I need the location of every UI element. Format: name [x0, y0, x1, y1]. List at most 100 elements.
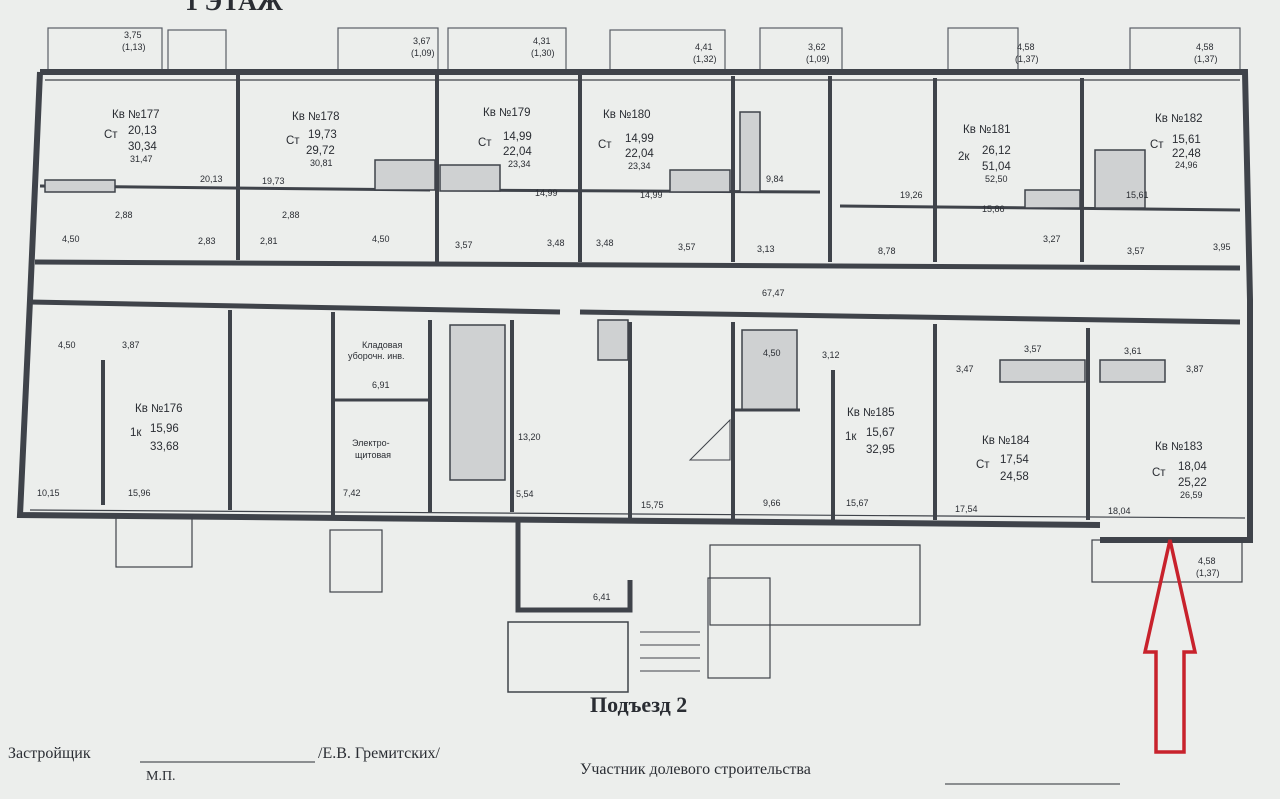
- apartment-182: Кв №182 Ст 15,61 22,48 24,96: [1150, 113, 1203, 170]
- apartment-type: Ст: [598, 139, 612, 151]
- balcony-sub: (1,30): [531, 48, 555, 58]
- apartment-total-area: 33,68: [150, 441, 179, 453]
- room-area: 2,81: [260, 236, 278, 246]
- room-area: 4,50: [372, 234, 390, 244]
- apartment-title: Кв №176: [135, 403, 183, 415]
- entrance-label: Подъезд 2: [590, 692, 687, 717]
- apartment-176: Кв №176 1к 15,96 33,68: [130, 403, 183, 453]
- apartment-type: 2к: [958, 151, 970, 163]
- apartment-type: 1к: [130, 427, 142, 439]
- red-arrow-marker: [1142, 539, 1198, 754]
- room-areas-top-lower: 2,88 2,88 4,50 2,83 2,81 3,57 3,48 3,48 …: [62, 210, 1231, 256]
- apartment-180: Кв №180 Ст 14,99 22,04 23,34: [598, 109, 654, 171]
- apartment-type: Ст: [104, 129, 118, 141]
- balcony-sub: (1,09): [806, 54, 830, 64]
- room-area: 15,67: [846, 498, 869, 508]
- signature-footer: Застройщик М.П. /Е.В. Гремитских/ Участн…: [8, 745, 1120, 785]
- apartment-title: Кв №177: [112, 109, 160, 121]
- room-area: 3,48: [596, 238, 614, 248]
- apartment-extra-area: 23,34: [628, 161, 651, 171]
- entrance-area: [115, 418, 1243, 693]
- room-area: 13,20: [518, 432, 541, 442]
- apartment-179: Кв №179 Ст 14,99 22,04 23,34: [478, 107, 532, 169]
- apartment-type: 1к: [845, 431, 857, 443]
- apartment-living-area: 15,96: [150, 423, 179, 435]
- room-areas-bottom: 4,50 3,87 10,15 15,96 13,20 5,54 15,75 4…: [37, 340, 1204, 602]
- apartment-total-area: 30,34: [128, 141, 157, 153]
- room-area: 2,88: [282, 210, 300, 220]
- balcony-sub: (1,13): [122, 42, 146, 52]
- apartment-extra-area: 30,81: [310, 158, 333, 168]
- room-area: 3,61: [1124, 346, 1142, 356]
- room-area: 8,78: [878, 246, 896, 256]
- room-area: 3,48: [547, 238, 565, 248]
- room-area: 18,04: [1108, 506, 1131, 516]
- room-area: 3,13: [757, 244, 775, 254]
- room-area: 14,99: [535, 188, 558, 198]
- apartment-185: Кв №185 1к 15,67 32,95: [845, 407, 895, 456]
- apartment-title: Кв №184: [982, 435, 1030, 447]
- room-area: 2,83: [198, 236, 216, 246]
- apartment-total-area: 22,04: [503, 146, 532, 158]
- apartment-labels: Кв №177 Ст 20,13 30,34 31,47 Кв №178 Ст …: [104, 107, 1207, 500]
- balcony-area: 3,67: [413, 36, 431, 46]
- apartment-title: Кв №182: [1155, 113, 1203, 125]
- apartment-total-area: 22,04: [625, 148, 654, 160]
- service-room-line1: Электро-: [352, 438, 390, 448]
- room-area: 15,75: [641, 500, 664, 510]
- room-area: 3,95: [1213, 242, 1231, 252]
- balcony-183: 4,58 (1,37): [1196, 556, 1220, 578]
- apartment-living-area: 26,12: [982, 145, 1011, 157]
- apartment-extra-area: 23,34: [508, 159, 531, 169]
- room-area: 20,13: [200, 174, 223, 184]
- apartment-living-area: 14,99: [625, 133, 654, 145]
- participant-label: Участник долевого строительства: [580, 761, 811, 778]
- room-area: 3,57: [455, 240, 473, 250]
- apartment-extra-area: 52,50: [985, 174, 1008, 184]
- room-area: 15,61: [1126, 190, 1149, 200]
- balcony-area: 3,62: [808, 42, 826, 52]
- apartment-177: Кв №177 Ст 20,13 30,34 31,47: [104, 109, 160, 164]
- apartment-living-area: 14,99: [503, 131, 532, 143]
- seal-label: М.П.: [146, 769, 176, 784]
- developer-signatory: /Е.В. Гремитских/: [318, 745, 441, 762]
- corridor-area: 67,47: [762, 288, 785, 298]
- room-area: 3,47: [956, 364, 974, 374]
- room-area: 3,87: [122, 340, 140, 350]
- balcony-area: 4,58: [1198, 556, 1216, 566]
- service-rooms: Кладовая уборочн. инв. 6,91 Электро- щит…: [343, 340, 405, 498]
- balcony-sub: (1,37): [1015, 54, 1039, 64]
- balcony-sub: (1,37): [1194, 54, 1218, 64]
- apartment-total-area: 25,22: [1178, 477, 1207, 489]
- apartment-living-area: 18,04: [1178, 461, 1207, 473]
- balcony-area: 4,58: [1196, 42, 1214, 52]
- apartment-living-area: 15,67: [866, 427, 895, 439]
- room-area: 3,57: [1127, 246, 1145, 256]
- apartment-extra-area: 31,47: [130, 154, 153, 164]
- room-area: 3,87: [1186, 364, 1204, 374]
- apartment-type: Ст: [976, 459, 990, 471]
- apartment-181: Кв №181 2к 26,12 51,04 52,50: [958, 124, 1011, 184]
- apartment-178: Кв №178 Ст 19,73 29,72 30,81: [286, 111, 340, 168]
- apartment-total-area: 29,72: [306, 145, 335, 157]
- room-area: 19,26: [900, 190, 923, 200]
- kitchen-blocks: [44, 111, 1166, 481]
- room-area: 3,12: [822, 350, 840, 360]
- room-area: 15,96: [128, 488, 151, 498]
- balcony-sub: (1,37): [1196, 568, 1220, 578]
- developer-label: Застройщик: [8, 745, 91, 762]
- room-area: 17,54: [955, 504, 978, 514]
- balcony-area: 4,58: [1017, 42, 1035, 52]
- apartment-living-area: 20,13: [128, 125, 157, 137]
- apartment-183: Кв №183 Ст 18,04 25,22 26,59: [1152, 441, 1207, 500]
- corridor-walls: [29, 259, 1241, 325]
- apartment-type: Ст: [286, 135, 300, 147]
- apartment-extra-area: 26,59: [1180, 490, 1203, 500]
- balcony-labels: 3,75 (1,13) 3,67 (1,09) 4,31 (1,30) 4,41…: [122, 30, 1218, 64]
- bottom-partitions: [101, 310, 1090, 520]
- room-area: 4,50: [763, 348, 781, 358]
- floor-heading: 1 ЭТАЖ: [185, 0, 283, 16]
- apartment-title: Кв №179: [483, 107, 531, 119]
